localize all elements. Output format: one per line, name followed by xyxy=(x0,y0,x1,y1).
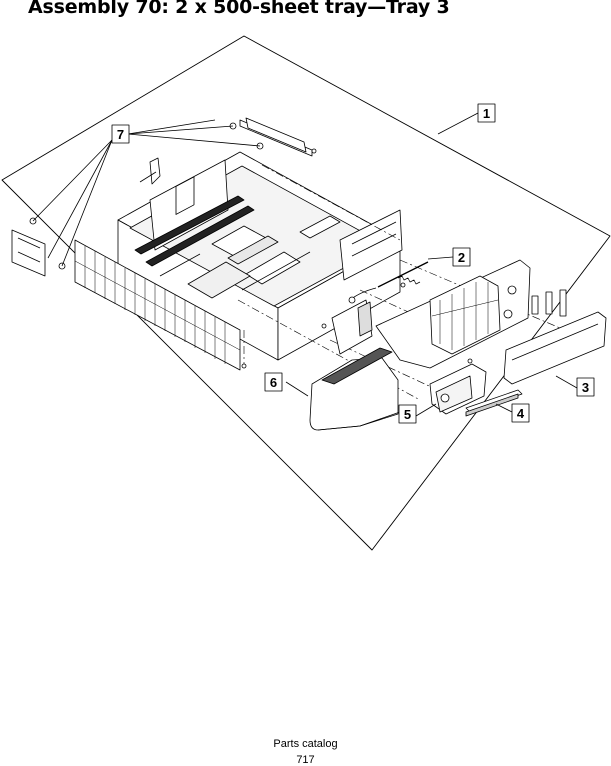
callout-label: 3 xyxy=(582,380,589,395)
callout-7: 7 xyxy=(111,124,130,144)
tray-frame xyxy=(11,117,403,371)
callout-label: 4 xyxy=(517,406,525,421)
callout-label: 2 xyxy=(458,250,465,265)
callout-2: 2 xyxy=(452,247,471,267)
callout-label: 7 xyxy=(117,127,124,142)
part-4-strip xyxy=(465,389,523,417)
part-3-side-panel xyxy=(503,289,607,385)
assembly-boundary xyxy=(1,35,611,551)
side-cover xyxy=(375,259,531,369)
callout-6: 6 xyxy=(264,372,283,392)
page-number: 717 xyxy=(296,754,315,766)
footer-text: Parts catalog xyxy=(273,738,338,750)
callout-1: 1 xyxy=(477,103,496,123)
callout-label: 5 xyxy=(404,407,411,422)
callout-4: 4 xyxy=(511,403,530,423)
callout-leaders xyxy=(32,112,578,417)
page-title: Assembly 70: 2 x 500-sheet tray—Tray 3 xyxy=(28,0,450,18)
callout-label: 6 xyxy=(270,375,277,390)
callout-5: 5 xyxy=(398,404,417,424)
part-6-front-cover xyxy=(309,347,401,431)
callout-label: 1 xyxy=(483,106,490,121)
part-latch-assembly xyxy=(331,299,487,415)
callout-3: 3 xyxy=(576,377,595,397)
part-2-spring xyxy=(348,261,429,304)
